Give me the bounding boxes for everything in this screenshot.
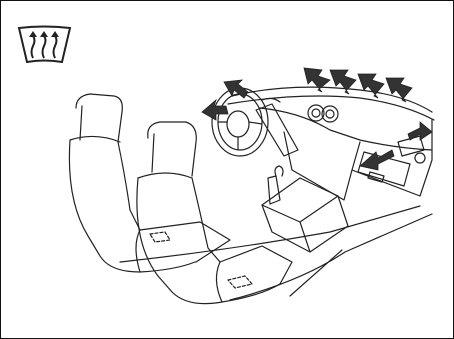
airflow-arrow-windshield-3: [358, 74, 384, 98]
airflow-arrow-windshield-4: [386, 78, 412, 102]
airflow-arrow-windshield-1: [304, 68, 330, 92]
airflow-arrow-side-right: [408, 122, 432, 140]
airflow-arrow-windshield-2: [330, 70, 356, 94]
airflow-arrow-footwell-right: [360, 150, 394, 170]
